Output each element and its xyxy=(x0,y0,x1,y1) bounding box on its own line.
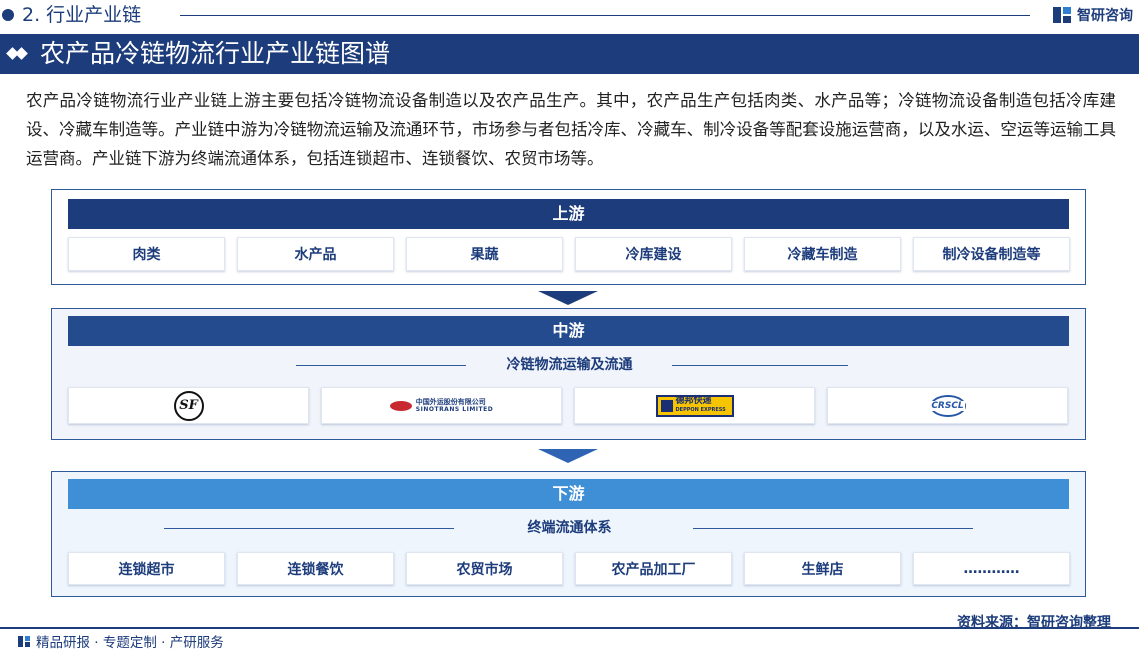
subtitle-line-left xyxy=(164,528,454,529)
downstream-subtitle-row: 终端流通体系 xyxy=(52,517,1087,539)
midstream-title: 中游 xyxy=(68,316,1069,346)
logo-card: CRSCL xyxy=(827,387,1068,424)
header-divider xyxy=(180,15,1030,16)
downstream-item: 农产品加工厂 xyxy=(575,552,732,585)
upstream-title: 上游 xyxy=(68,199,1069,229)
down-arrow-icon xyxy=(538,449,598,463)
deppon-logo-icon: 德邦快递 DEPPON EXPRESS xyxy=(655,394,734,417)
upstream-item: 果蔬 xyxy=(406,237,563,271)
midstream-logos: SF 中国外运股份有限公司 SINOTRANS LIMITED 德邦快递 DEP… xyxy=(68,387,1068,424)
sf-express-logo-icon: SF xyxy=(173,390,204,421)
double-diamond-icon xyxy=(6,47,28,61)
subtitle-line-right xyxy=(672,365,848,366)
upstream-item: 冷藏车制造 xyxy=(744,237,901,271)
upstream-item: 冷库建设 xyxy=(575,237,732,271)
logo-card: 德邦快递 DEPPON EXPRESS xyxy=(574,387,815,424)
footer-services: 精品研报 · 专题定制 · 产研服务 xyxy=(36,635,224,651)
downstream-item: 农贸市场 xyxy=(406,552,563,585)
bullet-dot-icon xyxy=(2,9,14,21)
downstream-subtitle: 终端流通体系 xyxy=(527,520,612,536)
page-title: 农产品冷链物流行业产业链图谱 xyxy=(40,39,391,68)
upstream-item: 肉类 xyxy=(68,237,225,271)
midstream-section: 中游 冷链物流运输及流通 SF 中国外运股份有限公司 SINOTRANS LIM… xyxy=(51,308,1086,440)
downstream-section: 下游 终端流通体系 连锁超市 连锁餐饮 农贸市场 农产品加工厂 生鲜店 ………… xyxy=(51,471,1086,597)
brand-logo: 智研咨询 xyxy=(1053,4,1133,26)
zhiyan-logo-icon xyxy=(1053,5,1073,25)
downstream-item: 生鲜店 xyxy=(744,552,901,585)
subtitle-line-left xyxy=(296,365,466,366)
intro-paragraph: 农产品冷链物流行业产业链上游主要包括冷链物流设备制造以及农产品生产。其中，农产品… xyxy=(26,91,1116,168)
zhiyan-mini-logo-icon xyxy=(18,635,31,648)
downstream-items: 连锁超市 连锁餐饮 农贸市场 农产品加工厂 生鲜店 ………… xyxy=(68,552,1070,585)
footer-divider xyxy=(0,627,1139,629)
upstream-items: 肉类 水产品 果蔬 冷库建设 冷藏车制造 制冷设备制造等 xyxy=(68,237,1070,271)
logo-card: 中国外运股份有限公司 SINOTRANS LIMITED xyxy=(321,387,562,424)
upstream-item: 制冷设备制造等 xyxy=(913,237,1070,271)
downstream-item: 连锁餐饮 xyxy=(237,552,394,585)
section-label: 2. 行业产业链 xyxy=(22,4,142,26)
downstream-item: 连锁超市 xyxy=(68,552,225,585)
upstream-item: 水产品 xyxy=(237,237,394,271)
downstream-title: 下游 xyxy=(68,479,1069,509)
midstream-subtitle-row: 冷链物流运输及流通 xyxy=(52,354,1087,376)
logo-card: SF xyxy=(68,387,309,424)
upstream-section: 上游 肉类 水产品 果蔬 冷库建设 冷藏车制造 制冷设备制造等 xyxy=(51,189,1086,285)
title-banner: 农产品冷链物流行业产业链图谱 xyxy=(0,34,1139,74)
footer-tagline: 精品研报 · 专题定制 · 产研服务 xyxy=(18,631,224,651)
subtitle-line-right xyxy=(693,528,973,529)
midstream-subtitle: 冷链物流运输及流通 xyxy=(506,357,633,373)
sinotrans-logo-icon: 中国外运股份有限公司 SINOTRANS LIMITED xyxy=(389,398,493,414)
down-arrow-icon xyxy=(538,291,598,305)
top-header: 2. 行业产业链 智研咨询 xyxy=(0,0,1139,32)
brand-name: 智研咨询 xyxy=(1077,8,1133,24)
source-note: 资料来源：智研咨询整理 xyxy=(957,615,1111,631)
downstream-item: ………… xyxy=(913,552,1070,585)
crscl-logo-icon: CRSCL xyxy=(926,394,970,418)
